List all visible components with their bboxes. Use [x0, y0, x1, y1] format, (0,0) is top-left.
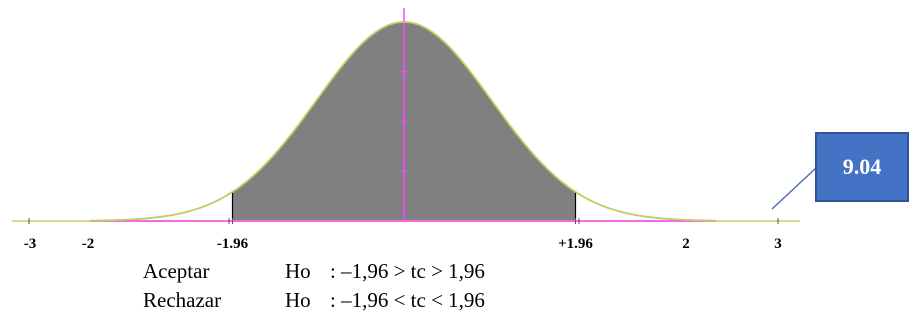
- tick-layer: -3 -2 -1.96 +1.96 2 3: [24, 218, 782, 252]
- rule-hypothesis: Ho: [285, 259, 311, 283]
- x-tick-label: 2: [682, 236, 690, 252]
- rule-action: Aceptar: [143, 259, 210, 283]
- normal-curve: [89, 21, 717, 222]
- curve-layer: [89, 21, 717, 222]
- x-tick-label: -3: [24, 236, 37, 252]
- test-statistic-callout: 9.04: [815, 132, 909, 202]
- x-tick-label: 3: [774, 236, 782, 252]
- decision-rule-accept: Aceptar Ho : –1,96 > tc > 1,96: [143, 257, 485, 286]
- rule-hypothesis: Ho: [285, 288, 311, 312]
- decision-rules: Aceptar Ho : –1,96 > tc > 1,96 Rechazar …: [143, 257, 485, 315]
- decision-rule-reject: Rechazar Ho : –1,96 < tc < 1,96: [143, 286, 485, 315]
- axis-layer: [12, 8, 800, 222]
- rule-action: Rechazar: [143, 288, 222, 312]
- callout-pointer-line: [771, 167, 817, 210]
- x-tick-label: +1.96: [558, 236, 593, 252]
- rule-condition: : –1,96 < tc < 1,96: [330, 288, 485, 312]
- x-tick-label: -1.96: [217, 236, 249, 252]
- rule-condition: : –1,96 > tc > 1,96: [330, 259, 485, 283]
- test-statistic-value: 9.04: [842, 154, 882, 179]
- x-tick-label: -2: [82, 236, 95, 252]
